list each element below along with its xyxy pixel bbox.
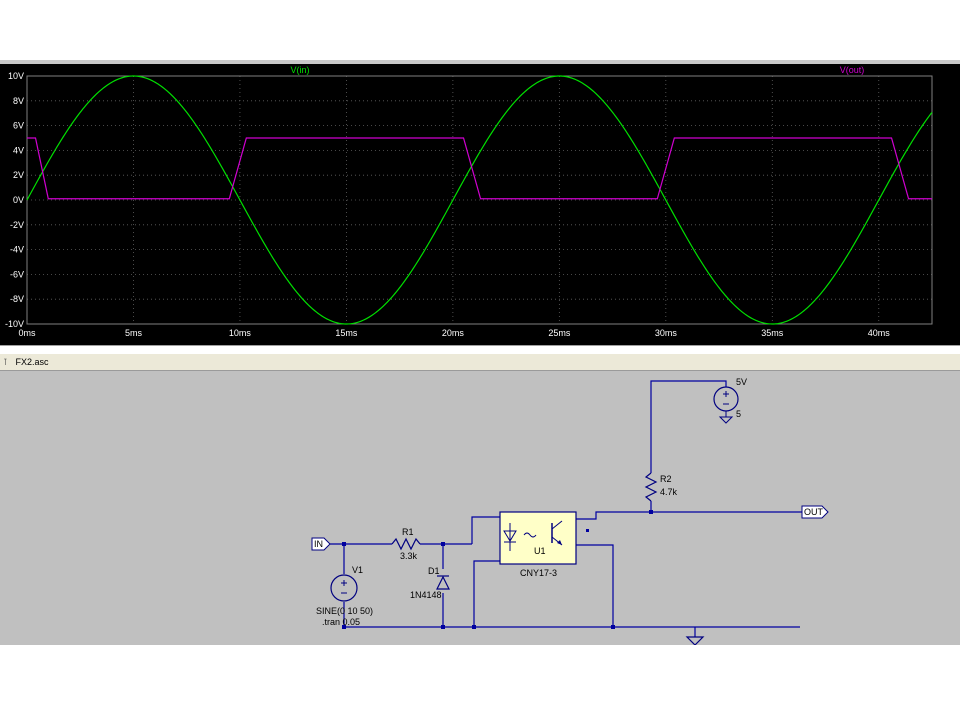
y-tick-label[interactable]: -2V <box>10 220 24 230</box>
y-tick-label[interactable]: 6V <box>13 121 24 131</box>
schematic-canvas[interactable]: IN V1 SINE(0 10 50) .tran 0.05 R1 3.3k <box>0 371 960 645</box>
tran-directive[interactable]: .tran 0.05 <box>322 617 360 627</box>
vcc-name: 5V <box>736 377 747 387</box>
r2-resistor[interactable]: R2 4.7k <box>644 472 678 502</box>
x-tick-label[interactable]: 15ms <box>335 328 358 338</box>
y-tick-label[interactable]: -4V <box>10 245 24 255</box>
schematic-tab-title: FX2.asc <box>15 357 49 367</box>
x-tick-label[interactable]: 35ms <box>761 328 784 338</box>
y-tick-label[interactable]: 2V <box>13 170 24 180</box>
y-tick-label[interactable]: -8V <box>10 294 24 304</box>
y-tick-label[interactable]: -6V <box>10 269 24 279</box>
r1-value: 3.3k <box>400 551 418 561</box>
vcc-value: 5 <box>736 409 741 419</box>
out-port[interactable]: OUT <box>801 505 829 519</box>
empty-bottom-area <box>0 645 960 720</box>
plot-traces <box>26 75 933 325</box>
r1-name: R1 <box>402 527 414 537</box>
x-tick-label[interactable]: 25ms <box>548 328 571 338</box>
d1-diode[interactable]: D1 1N4148 <box>410 566 450 600</box>
r2-name: R2 <box>660 474 672 484</box>
trace-vout <box>27 137 932 200</box>
r2-value: 4.7k <box>660 487 678 497</box>
y-tick-label[interactable]: -10V <box>5 319 24 329</box>
in-port[interactable]: IN <box>311 537 331 551</box>
v1-name: V1 <box>352 565 363 575</box>
plot-grid <box>26 75 932 325</box>
u1-optocoupler[interactable]: U1 CNY17-3 <box>499 511 577 578</box>
y-tick-label[interactable]: 8V <box>13 96 24 106</box>
trace-label-vin[interactable]: V(in) <box>290 65 309 75</box>
pane-divider[interactable] <box>0 345 960 354</box>
in-port-label: IN <box>314 539 323 549</box>
window-top-border <box>0 60 960 64</box>
x-tick-label[interactable]: 20ms <box>442 328 465 338</box>
out-port-label: OUT <box>804 507 824 517</box>
y-tick-label[interactable]: 0V <box>13 195 24 205</box>
v1-value: SINE(0 10 50) <box>316 606 373 616</box>
u1-name: U1 <box>534 546 546 556</box>
wire-junctions <box>342 510 653 629</box>
schematic-drawing[interactable]: IN V1 SINE(0 10 50) .tran 0.05 R1 3.3k <box>0 371 960 645</box>
x-tick-label[interactable]: 30ms <box>655 328 678 338</box>
ground-symbol-icon[interactable] <box>685 636 705 645</box>
schematic-wires <box>328 380 802 637</box>
u1-value: CNY17-3 <box>520 568 557 578</box>
trace-vin <box>26 75 933 325</box>
y-tick-label[interactable]: 4V <box>13 145 24 155</box>
trace-label-vout[interactable]: V(out) <box>840 65 865 75</box>
y-tick-label[interactable]: 10V <box>8 71 24 81</box>
schematic-tab[interactable]: ⊺ FX2.asc <box>0 354 960 371</box>
d1-value: 1N4148 <box>410 590 442 600</box>
d1-name: D1 <box>428 566 440 576</box>
schematic-file-icon: ⊺ <box>3 357 8 367</box>
x-tick-label[interactable]: 40ms <box>868 328 891 338</box>
x-tick-label[interactable]: 5ms <box>125 328 143 338</box>
vcc-source[interactable]: 5V 5 <box>713 377 747 424</box>
v1-source[interactable]: V1 SINE(0 10 50) .tran 0.05 <box>316 565 373 627</box>
schematic-pane[interactable]: ⊺ FX2.asc <box>0 354 960 645</box>
r1-resistor[interactable]: R1 3.3k <box>391 527 421 561</box>
x-tick-label[interactable]: 0ms <box>18 328 36 338</box>
x-tick-label[interactable]: 10ms <box>229 328 252 338</box>
